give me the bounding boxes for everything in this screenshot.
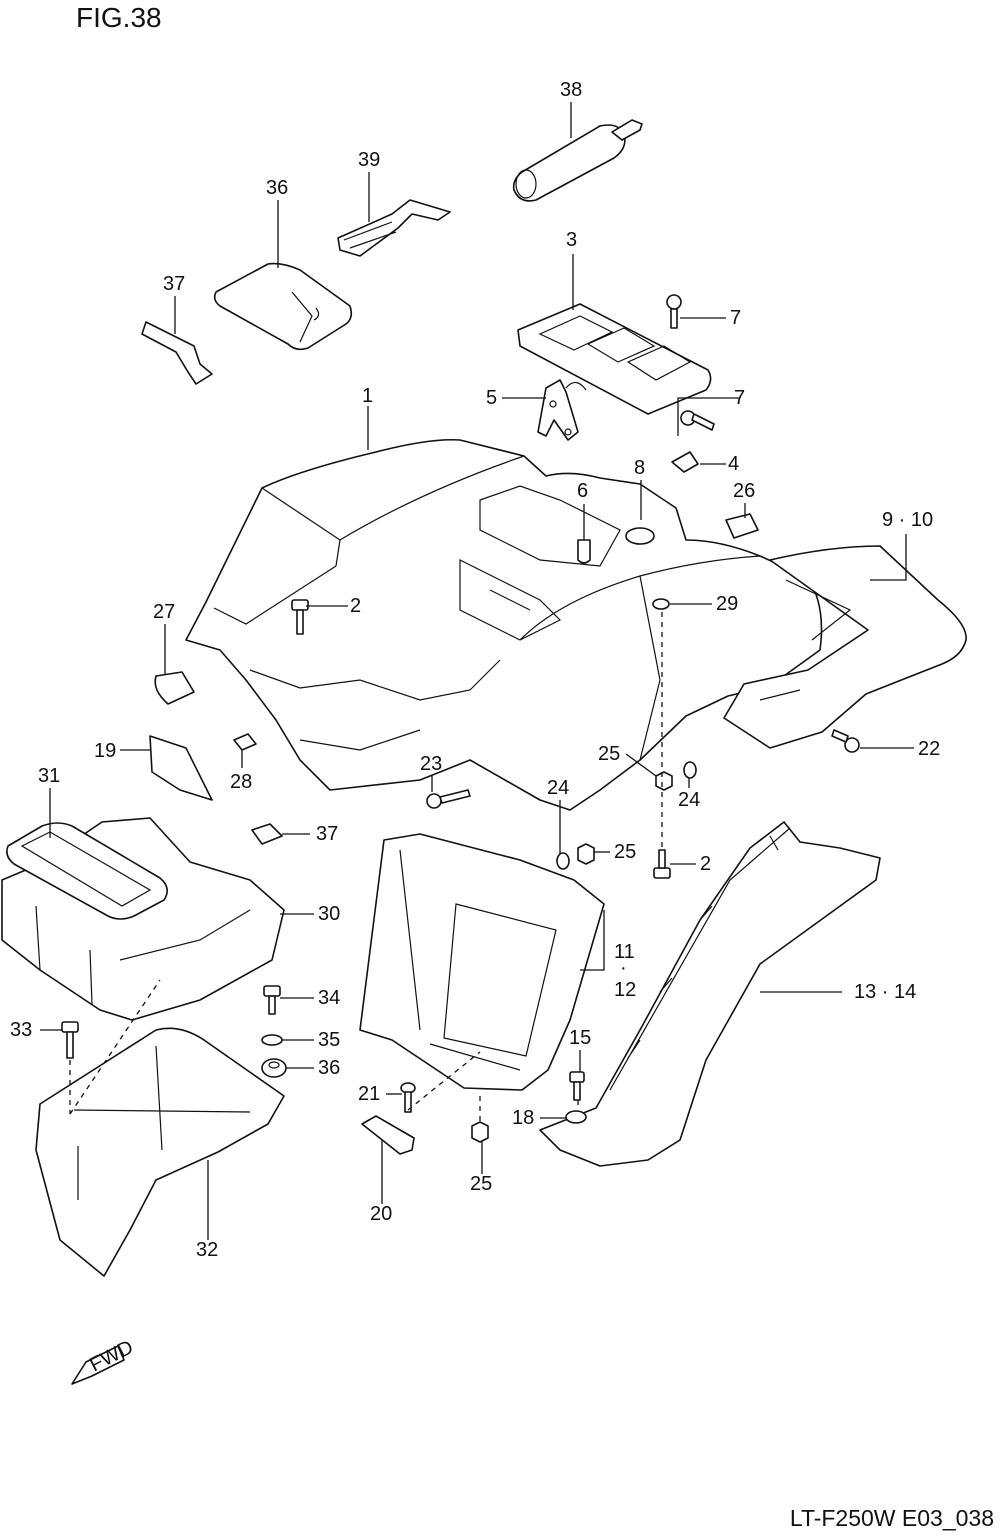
callout-11: 11 — [614, 941, 635, 963]
callout-23-a: 25 — [598, 743, 620, 765]
part-18-plate[interactable] — [361, 1115, 415, 1155]
part-13-14-guard[interactable] — [539, 821, 881, 1167]
part-35-pad[interactable] — [251, 823, 283, 845]
callout-33: 35 — [318, 1029, 340, 1051]
part-36-pouch[interactable] — [213, 262, 353, 351]
part-23-nut-a[interactable] — [655, 771, 673, 791]
part-2-bolt-a[interactable] — [291, 599, 309, 635]
callout-23-b: 25 — [614, 841, 636, 863]
callout-38: 38 — [560, 79, 582, 101]
callout-13-14: 13 · 14 — [854, 981, 916, 1003]
part-15-bolt[interactable] — [569, 1071, 585, 1101]
part-37-wrench[interactable] — [141, 321, 213, 385]
callout-35: 37 — [316, 823, 338, 845]
part-7-screw-side[interactable] — [680, 410, 715, 431]
part-33-washer[interactable] — [261, 1034, 283, 1046]
callout-2-top: 2 — [350, 595, 361, 617]
callout-7-side: 7 — [734, 387, 745, 409]
callout-25: 27 — [153, 601, 175, 623]
callout-17: 19 — [94, 740, 116, 762]
part-5-bracket[interactable] — [537, 379, 579, 441]
callout-24: 26 — [733, 480, 755, 502]
callout-12: 12 — [614, 979, 636, 1001]
callout-8: 8 — [634, 457, 645, 479]
callout-34: 36 — [318, 1057, 340, 1079]
callout-2-bottom: 2 — [700, 853, 711, 875]
callout-39: 39 — [358, 149, 380, 171]
part-31-bolt[interactable] — [61, 1021, 79, 1059]
callout-6: 6 — [577, 480, 588, 502]
part-24-clip[interactable] — [725, 513, 759, 539]
callout-21: 23 — [420, 753, 442, 775]
part-2-bolt-b[interactable] — [653, 849, 671, 879]
fwd-label: FWD — [86, 1336, 137, 1376]
figure-code: LT-F250W E03_038 — [789, 1505, 994, 1531]
callout-31: 33 — [10, 1019, 32, 1041]
part-25-pad[interactable] — [154, 671, 195, 705]
callout-separator-dot: · — [620, 957, 627, 979]
part-11-12-inner-fender[interactable] — [359, 833, 605, 1091]
part-3-tray[interactable] — [517, 303, 712, 415]
callout-1: 1 — [362, 385, 373, 407]
callout-7-top: 7 — [730, 307, 741, 329]
part-34-nut[interactable] — [261, 1058, 287, 1078]
part-1-rear-fender[interactable] — [185, 438, 823, 811]
callout-labels: 38 39 36 37 3 7 1 5 7 4 8 6 26 9 · 10 2 … — [10, 79, 940, 1261]
callout-28: 30 — [318, 903, 340, 925]
callout-15: 15 — [569, 1027, 591, 1049]
callout-19: 21 — [358, 1083, 380, 1105]
callout-16: 18 — [512, 1107, 534, 1129]
callout-9-10: 9 · 10 — [882, 509, 933, 531]
part-19-screw[interactable] — [400, 1082, 416, 1113]
part-6-grommet[interactable] — [577, 539, 591, 564]
callout-27: 29 — [716, 593, 738, 615]
part-23-nut-c[interactable] — [471, 1121, 489, 1143]
callout-36: 36 — [266, 177, 288, 199]
callout-22-a: 24 — [678, 789, 700, 811]
callout-37: 37 — [163, 273, 185, 295]
part-4-clip[interactable] — [671, 451, 699, 473]
part-20-bolt[interactable] — [831, 729, 860, 753]
part-23-nut-b[interactable] — [577, 843, 595, 865]
callout-3: 3 — [566, 229, 577, 251]
callout-26: 28 — [230, 771, 252, 793]
callout-32: 34 — [318, 987, 340, 1009]
part-38-tool-bag[interactable] — [512, 119, 643, 202]
callout-20: 22 — [918, 738, 940, 760]
assembly-lines — [69, 612, 663, 1122]
part-21-bolt[interactable] — [426, 789, 471, 809]
part-16-washer[interactable] — [565, 1110, 587, 1124]
figure-title: FIG.38 — [76, 2, 162, 33]
callout-18: 20 — [370, 1203, 392, 1225]
part-29-seal[interactable] — [6, 822, 168, 920]
callout-22-b: 24 — [547, 777, 569, 799]
part-26-pad[interactable] — [233, 733, 257, 751]
leader-lines — [40, 102, 914, 1240]
callout-5: 5 — [486, 387, 497, 409]
callout-23-c: 25 — [470, 1173, 492, 1195]
part-32-bolt[interactable] — [263, 985, 281, 1015]
part-7-screw-top[interactable] — [666, 294, 682, 329]
part-22-washer-a[interactable] — [683, 761, 697, 779]
callout-30: 32 — [196, 1239, 218, 1261]
part-17-pad[interactable] — [149, 735, 213, 801]
part-27-washer[interactable] — [652, 598, 670, 610]
callout-29: 31 — [38, 765, 60, 787]
callout-4: 4 — [728, 453, 739, 475]
part-39-clip[interactable] — [337, 199, 451, 257]
part-22-washer-b[interactable] — [556, 852, 570, 870]
fwd-arrow-icon: FWD — [71, 1336, 137, 1385]
part-9-10-mudflap[interactable] — [723, 545, 967, 749]
part-30-splash-guard[interactable] — [35, 1027, 285, 1277]
